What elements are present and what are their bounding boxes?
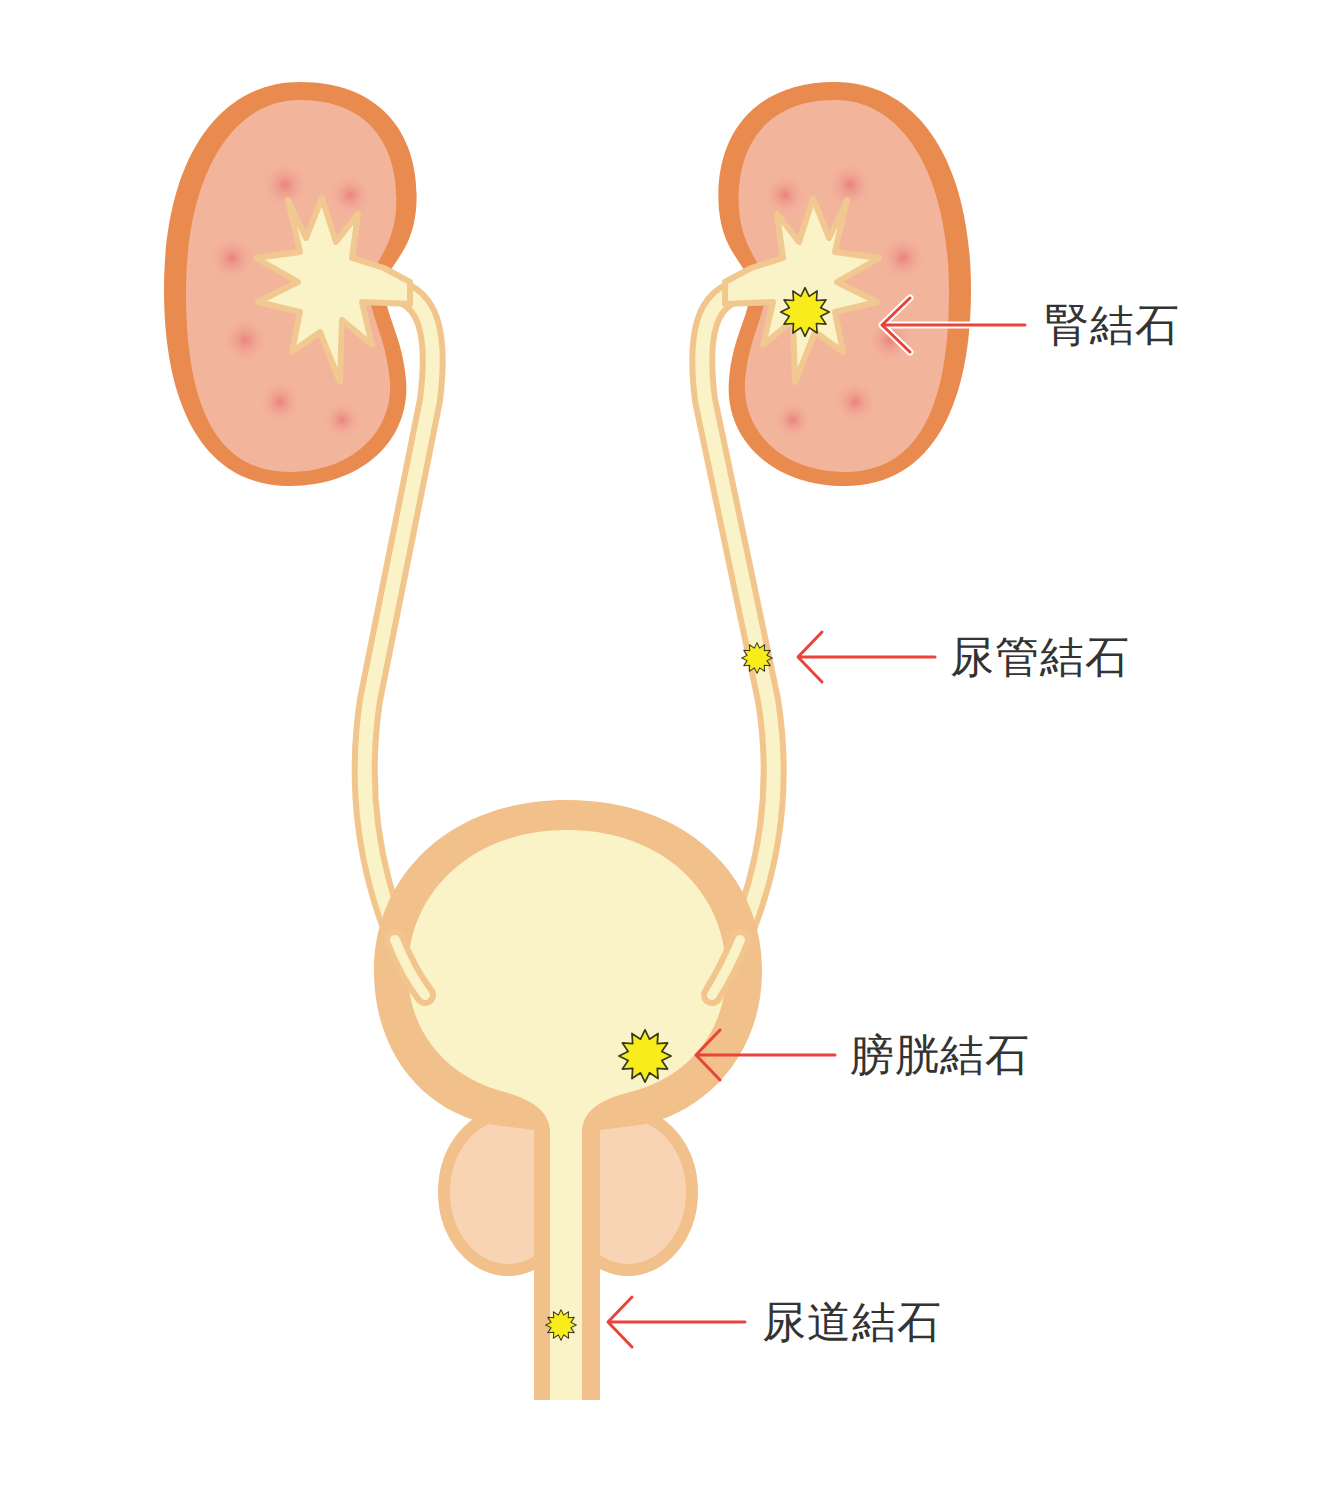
leader-arrow: [882, 298, 1025, 352]
bladder: [374, 800, 762, 1400]
stone-label: 膀胱結石: [850, 1031, 1030, 1079]
bladder-stone: [619, 1030, 671, 1082]
left-kidney: [164, 82, 417, 486]
right-kidney: [718, 82, 971, 486]
leader-arrow: [696, 1030, 835, 1080]
leader-arrow: [608, 1297, 745, 1347]
stone-label: 尿道結石: [762, 1298, 942, 1346]
ureter-stone: [742, 643, 773, 674]
kidney-stone: [781, 288, 830, 337]
stone-label: 腎結石: [1045, 301, 1180, 349]
leader-arrow: [798, 632, 935, 682]
urethra-stone: [546, 1310, 577, 1341]
stone-label: 尿管結石: [950, 633, 1130, 681]
